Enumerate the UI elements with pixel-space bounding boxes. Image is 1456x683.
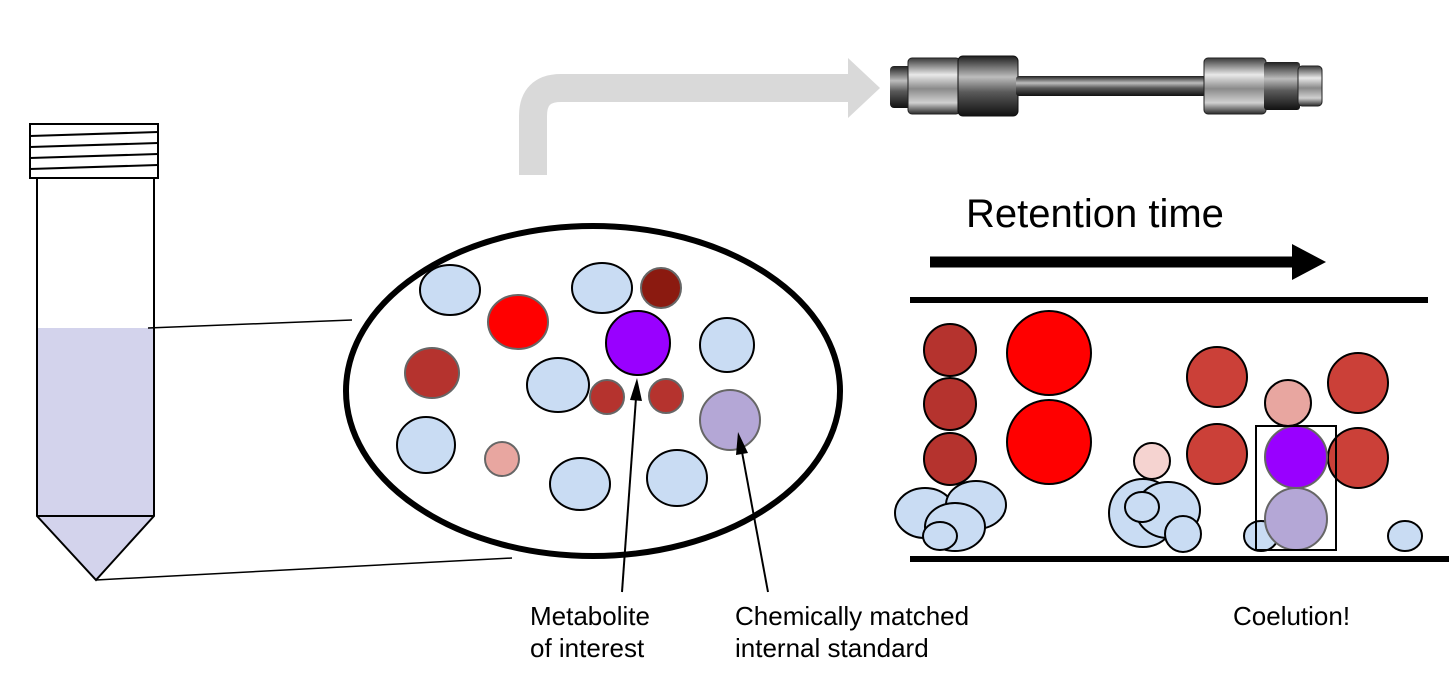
molecule (1264, 379, 1312, 427)
coelution-label: Coelution! (1233, 601, 1351, 631)
internal-standard-label: Chemically matched internal standard (735, 600, 969, 664)
molecule (404, 347, 460, 399)
internal-standard-label-line1: Chemically matched (735, 601, 970, 631)
molecule (484, 441, 520, 477)
molecule (1327, 427, 1389, 489)
chromatogram-panel (894, 297, 1449, 562)
molecule (923, 323, 977, 377)
molecule (923, 377, 977, 431)
molecule (1164, 515, 1202, 553)
molecule (487, 294, 549, 350)
molecule (1387, 520, 1423, 552)
internal-standard-label-line2: internal standard (735, 633, 929, 663)
molecule (419, 264, 481, 316)
metabolite-label-line1: Metabolite (530, 601, 650, 631)
molecule (1186, 423, 1248, 485)
metabolite-label-line2: of interest (530, 633, 645, 663)
right-arrow-icon (930, 244, 1326, 280)
molecule (646, 449, 708, 507)
molecule (1006, 399, 1092, 485)
molecule (549, 457, 611, 511)
metabolite-label: Metabolite of interest (530, 600, 650, 664)
molecule (1133, 442, 1171, 480)
retention-time-label: Retention time (966, 192, 1224, 236)
molecule (1186, 346, 1248, 408)
callout-arrows (621, 378, 769, 593)
molecule (923, 432, 977, 486)
zoom-lines (95, 319, 513, 581)
molecule (640, 267, 682, 309)
molecule (526, 357, 590, 413)
molecule (1006, 310, 1092, 396)
molecule (699, 317, 755, 373)
molecule (922, 521, 958, 551)
molecule (396, 416, 456, 474)
centrifuge-tube-icon (29, 123, 159, 582)
molecule (1124, 491, 1160, 523)
metabolite-of-interest (605, 310, 671, 376)
internal-standard (699, 389, 761, 451)
tube-liquid (37, 328, 154, 580)
sample-zoom-ellipse (343, 223, 843, 559)
coelution-box (1255, 425, 1337, 551)
bent-arrow-icon (519, 58, 880, 175)
hplc-column-icon (890, 55, 1323, 117)
molecule (589, 379, 625, 415)
molecule (648, 378, 684, 414)
coeluting-internal-standard (1264, 487, 1328, 551)
coeluting-metabolite (1264, 425, 1328, 489)
molecule (571, 262, 633, 314)
molecule (1327, 352, 1389, 414)
